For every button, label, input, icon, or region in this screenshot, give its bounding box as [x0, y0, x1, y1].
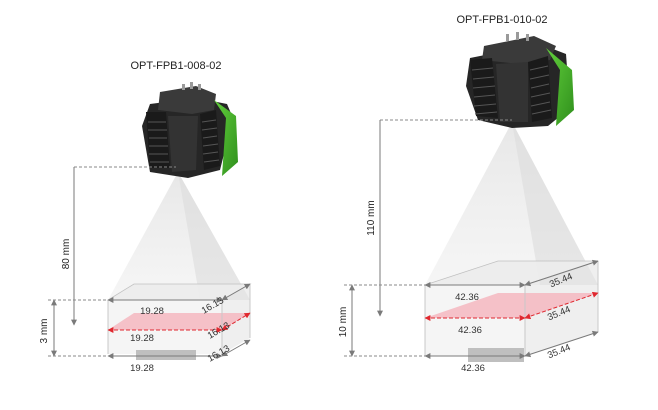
model-title-right: OPT-FPB1-010-02 — [456, 14, 547, 26]
width-middle-right: 42.36 — [458, 325, 482, 336]
camera-icon-left — [142, 82, 238, 178]
field-of-view-box-right: 42.36 35.44 42.36 35.44 42.36 35.44 — [424, 259, 599, 374]
depth-of-field-label-right: 10 mm — [338, 307, 349, 338]
depth-of-field-label-left: 3 mm — [39, 319, 50, 344]
working-distance-label-left: 80 mm — [61, 239, 72, 270]
camera-icon-right — [466, 32, 574, 128]
width-bottom-left: 19.28 — [130, 363, 154, 374]
field-of-view-box-left: 19.28 16.13 19.28 16.13 19.28 16.13 — [106, 283, 252, 374]
working-distance-label-right: 110 mm — [366, 200, 377, 235]
width-middle-left: 19.28 — [130, 333, 154, 344]
width-top-left: 19.28 — [140, 306, 164, 317]
focal-plane-left — [108, 313, 250, 330]
width-bottom-right: 42.36 — [461, 363, 485, 374]
width-top-right: 42.36 — [455, 292, 479, 303]
camera-unit-left: OPT-FPB1-008-02 8 — [39, 60, 252, 374]
model-title-left: OPT-FPB1-008-02 — [130, 60, 221, 72]
camera-unit-right: OPT-FPB1-010-02 1 — [338, 14, 599, 374]
